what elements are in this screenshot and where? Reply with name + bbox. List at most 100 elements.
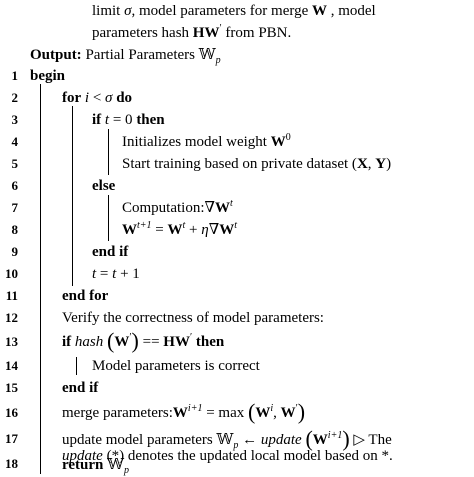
var-t: t — [112, 266, 117, 282]
line-text: Start training based on private dataset … — [122, 156, 357, 172]
algo-line-16: 16 merge parameters:Wi+1 = max (Wi, W′) — [0, 399, 474, 424]
prime-mark: ′ — [189, 332, 193, 343]
output-label: Output: — [30, 47, 82, 63]
update-function: update — [260, 432, 302, 448]
algo-line-15: 15 end if — [0, 377, 474, 399]
weight-symbol: W — [114, 334, 130, 350]
line-number: 6 — [11, 178, 19, 193]
superscript: t+1 — [137, 220, 152, 231]
algo-line-12: 12 Verify the correctness of model param… — [0, 307, 474, 329]
close-paren: ) — [386, 156, 392, 172]
algo-line-7: 7 Computation:∇Wt — [0, 197, 474, 219]
weight-symbol: W — [312, 432, 328, 448]
var-t: t — [104, 112, 110, 128]
algo-line-18: 18 return 𝕎p — [0, 454, 474, 476]
superscript: t — [229, 198, 233, 209]
else-block-rule — [108, 195, 109, 241]
line-text: Computation:∇ — [122, 200, 215, 216]
left-arrow: ← — [238, 432, 261, 448]
line-number: 8 — [11, 222, 19, 237]
weight-symbol: W — [172, 405, 188, 421]
eta-symbol: η — [201, 222, 209, 238]
set-symbol: 𝕎 — [198, 45, 216, 63]
algo-line-9: 9 end if — [0, 241, 474, 263]
comma: , — [273, 405, 281, 421]
then-keyword: then — [195, 334, 225, 350]
header-text: limit — [92, 3, 125, 19]
header-text: parameters hash — [92, 25, 193, 41]
double-equals: == — [138, 334, 164, 350]
line-number: 1 — [11, 68, 19, 83]
hash-function: hash — [74, 334, 104, 350]
weight-symbol: W — [270, 134, 286, 150]
if-keyword: if — [92, 112, 102, 128]
algo-line-14: 14 Model parameters is correct — [0, 355, 474, 377]
update-function: update — [62, 448, 103, 464]
return-keyword: return — [62, 457, 104, 473]
weight-symbol: W — [122, 222, 137, 238]
algo-line-17-cont: update (*) denotes the updated local mod… — [0, 447, 474, 465]
right-paren: ) — [131, 328, 139, 353]
weight-symbol: W — [167, 222, 183, 238]
comma: , — [367, 156, 376, 172]
weight-symbol: W — [280, 405, 296, 421]
var-t: t — [92, 266, 97, 282]
superscript: t — [234, 220, 237, 231]
algo-line-4: 4 Initializes model weight W0 — [0, 131, 474, 153]
if-keyword: if — [62, 334, 72, 350]
var-i: i — [84, 90, 90, 106]
comment-marker: ▷ The — [349, 432, 392, 448]
superscript: i+1 — [327, 430, 343, 441]
line-number: 10 — [5, 266, 18, 281]
line-number: 14 — [5, 358, 18, 373]
line-number: 13 — [5, 334, 18, 349]
algo-line-2: 2 for i < σ do — [0, 87, 474, 109]
output-line: Output: Partial Parameters 𝕎p — [0, 43, 474, 66]
algo-line-3: 3 if t = 0 then — [0, 109, 474, 131]
superscript: i — [270, 403, 274, 414]
set-subscript: p — [233, 440, 239, 451]
line-number: 11 — [5, 288, 18, 303]
algo-line-1: 1 begin — [0, 65, 474, 87]
algo-line-10: 10 t = t + 1 — [0, 263, 474, 285]
header-text: from PBN. — [221, 25, 292, 41]
equals: = — [96, 266, 113, 282]
set-subscript: p — [124, 465, 129, 476]
right-paren: ) — [297, 399, 306, 424]
header-text: , model — [326, 3, 376, 19]
line-text: Verify the correctness of model paramete… — [62, 310, 324, 326]
nabla-symbol: ∇ — [208, 222, 220, 238]
line-text: Model parameters is correct — [92, 358, 260, 374]
algo-line-6: 6 else — [0, 175, 474, 197]
set-symbol: 𝕎 — [107, 455, 124, 473]
superscript: i+1 — [187, 403, 203, 414]
weight-symbol: W — [311, 3, 327, 19]
weight-symbol: W — [255, 405, 271, 421]
begin-block-rule — [40, 84, 41, 474]
line-number: 15 — [5, 380, 18, 395]
plus: + — [185, 222, 202, 238]
line-number: 3 — [11, 112, 19, 127]
left-paren: ( — [248, 399, 256, 424]
line-number: 16 — [5, 405, 18, 420]
for-keyword: for — [62, 90, 82, 106]
equals-max: = max — [202, 405, 248, 421]
output-text: Partial Parameters — [81, 47, 199, 63]
algo-line-17: 17 update model parameters 𝕎p ← update (… — [0, 426, 474, 452]
less-than: < — [89, 90, 106, 106]
sigma-symbol: σ — [124, 3, 132, 19]
line-number: 4 — [11, 134, 19, 149]
prime-mark: ′ — [219, 23, 222, 34]
left-paren: ( — [305, 426, 313, 451]
superscript: t — [182, 220, 186, 231]
set-subscript: p — [215, 55, 221, 66]
line-number: 7 — [11, 200, 19, 215]
if-block-rule — [108, 129, 109, 175]
line-number: 17 — [5, 431, 18, 446]
header-line-2: parameters hash HW′ from PBN. — [0, 22, 474, 44]
header-text: , model parameters for merge — [131, 3, 312, 19]
hash-weight-symbol: HW — [163, 334, 190, 350]
algo-line-8: 8 Wt+1 = Wt + η∇Wt — [0, 219, 474, 241]
line-number: 12 — [5, 310, 18, 325]
